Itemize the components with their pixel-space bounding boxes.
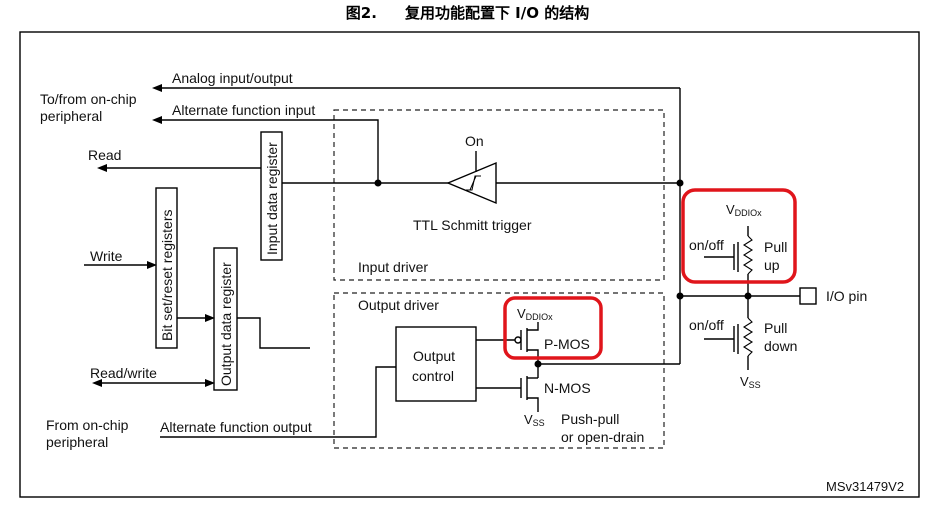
write-arrowhead: [147, 261, 157, 269]
hysteresis-icon-2: [469, 175, 477, 191]
pmos-supply-label: VDDIOx: [517, 306, 553, 322]
pull-up-label: Pull: [764, 239, 787, 255]
pmos-supply-sub: DDIOx: [526, 312, 554, 322]
pull-up-supply-main: V: [726, 202, 735, 217]
alt-func-output-label: Alternate function output: [160, 419, 312, 435]
figure-number: 图2.: [345, 4, 377, 22]
input-data-register-box: [260, 131, 283, 261]
pmos-source: [527, 322, 539, 331]
diagram-frame: [19, 31, 920, 498]
to-from-peripheral-label-2: peripheral: [40, 108, 102, 124]
read-write-right-arrowhead: [205, 379, 215, 387]
odr-output-line: [237, 317, 310, 349]
io-pin-label: I/O pin: [826, 288, 867, 304]
nmos-vss-sub: SS: [533, 418, 545, 428]
pull-down-vss-label: VSS: [740, 374, 761, 390]
junction-dot: [534, 360, 542, 368]
push-pull-label-2: or open-drain: [561, 429, 644, 445]
analog-io-arrowhead: [152, 84, 162, 92]
bit-set-reset-registers-box: [155, 187, 178, 349]
output-control-label-2: control: [412, 368, 454, 384]
figure-title: 复用功能配置下 I/O 的结构: [404, 4, 590, 22]
alt-func-input-label: Alternate function input: [172, 102, 315, 118]
pull-up-supply-label: VDDIOx: [726, 202, 762, 218]
read-arrowhead: [97, 164, 107, 172]
alt-func-input-arrowhead: [152, 116, 162, 124]
pull-up-highlight: [681, 188, 797, 284]
figure-caption: 图2. 复用功能配置下 I/O 的结构: [0, 2, 935, 24]
input-driver-region: [333, 109, 665, 281]
from-peripheral-label-2: peripheral: [46, 434, 108, 450]
pmos-highlight: [503, 296, 603, 360]
push-pull-label: Push-pull: [561, 411, 619, 427]
read-label: Read: [88, 147, 121, 163]
pull-up-supply-sub: DDIOx: [735, 208, 763, 218]
input-data-register-label: Input data register: [264, 142, 280, 255]
pmos-gate-bubble: [514, 336, 522, 344]
pull-up-on-off-label: on/off: [689, 237, 724, 253]
bsrr-to-odr-arrowhead: [205, 314, 215, 322]
pull-down-resistor: [742, 317, 754, 357]
figure-code-label: MSv31479V2: [826, 479, 904, 494]
analog-io-label: Analog input/output: [172, 70, 293, 86]
pull-down-vss-main: V: [740, 374, 749, 389]
ttl-schmitt-trigger-label: TTL Schmitt trigger: [413, 217, 532, 233]
alt-func-output-line: [160, 366, 396, 438]
pull-down-vss-sub: SS: [749, 380, 761, 390]
alt-func-input-line: [160, 119, 379, 183]
schmitt-trigger-symbol: [446, 161, 497, 205]
pull-down-label: Pull: [764, 320, 787, 336]
to-from-peripheral-label: To/from on-chip: [40, 91, 137, 107]
output-control-label: Output: [413, 348, 455, 364]
read-write-label: Read/write: [90, 365, 157, 381]
output-control-box: [395, 326, 477, 402]
output-data-register-box: [213, 247, 238, 391]
output-data-register-label: Output data register: [218, 262, 234, 386]
write-label: Write: [90, 248, 123, 264]
read-write-left-arrowhead: [92, 379, 102, 387]
output-driver-region: [333, 292, 665, 449]
pull-up-label-2: up: [764, 257, 780, 273]
input-driver-label: Input driver: [358, 259, 428, 275]
pmos-drain: [527, 349, 539, 378]
junction-dot: [676, 292, 684, 300]
junction-dot: [374, 179, 382, 187]
nmos-vss-main: V: [524, 412, 533, 427]
on-label: On: [465, 133, 484, 149]
from-peripheral-label: From on-chip: [46, 417, 129, 433]
io-pin-square: [799, 287, 817, 305]
pmos-label: P-MOS: [544, 336, 590, 352]
pmos-supply-main: V: [517, 306, 526, 321]
pull-down-label-2: down: [764, 338, 797, 354]
bit-set-reset-registers-label: Bit set/reset registers: [159, 210, 175, 342]
pull-up-resistor: [742, 235, 754, 275]
nmos-source: [527, 397, 539, 412]
pull-down-on-off-label: on/off: [689, 317, 724, 333]
nmos-vss-label: VSS: [524, 412, 545, 428]
nmos-label: N-MOS: [544, 380, 591, 396]
output-driver-label: Output driver: [358, 297, 439, 313]
